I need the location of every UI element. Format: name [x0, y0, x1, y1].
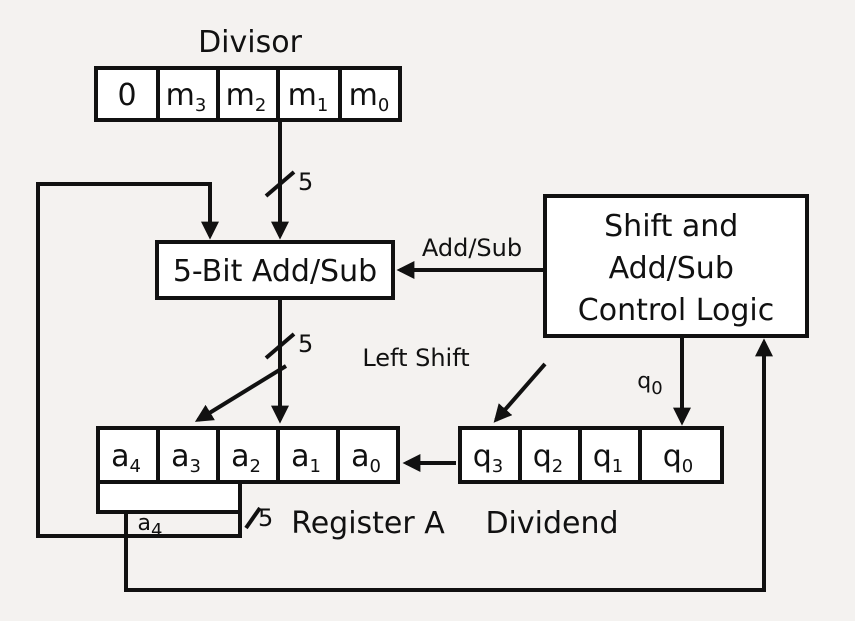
bus-slash [244, 506, 262, 530]
divisor-cell-label: m2 [226, 78, 267, 116]
q0-signal-label: q0 [637, 369, 662, 399]
bus-slash [264, 332, 296, 360]
left-shift-wire-register-a [194, 364, 288, 422]
register-a-cell-label: a2 [231, 439, 261, 477]
bus-width-label: 5 [298, 168, 313, 196]
register-a-label: Register A [291, 506, 445, 541]
divisor-cell [94, 66, 160, 122]
register-a-cell-label: a0 [351, 439, 381, 477]
divisor-cell-label: 0 [117, 78, 136, 113]
divisor-register: 0 m3 m2 m1 m0 [94, 66, 402, 122]
add-sub-signal-label: Add/Sub [422, 234, 522, 262]
control-logic-label: Shift and Add/Sub Control Logic [578, 209, 774, 328]
divisor-cell [156, 66, 220, 122]
dividend-label: Dividend [485, 506, 618, 541]
divisor-cell-label: m3 [166, 78, 207, 116]
feedback-a4-label: a4 [138, 511, 163, 541]
left-shift-label: Left Shift [362, 344, 469, 372]
status-feedback-wire [124, 338, 773, 592]
register-a-cell-label: a3 [171, 439, 201, 477]
dividend-cell-label: q0 [663, 439, 694, 477]
divisor-cell [216, 66, 280, 122]
dividend-cell-label: q2 [533, 439, 564, 477]
register-a-feedback-wire [36, 182, 242, 538]
register-a: a4 a3 a2 a1 a0 [96, 426, 400, 484]
register-a-cell-label: a1 [291, 439, 321, 477]
dividend-cell [638, 426, 724, 484]
divisor-title: Divisor [198, 25, 303, 60]
bus-width-label: 5 [298, 330, 313, 358]
adder-box [155, 240, 395, 300]
dividend-cell-label: q3 [473, 439, 504, 477]
dividend-register: q3 q2 q1 q0 [458, 426, 724, 484]
register-a-cell-label: a4 [111, 439, 141, 477]
bus-slash [264, 170, 296, 198]
divisor-cell-label: m0 [349, 78, 390, 116]
adder-label: 5-Bit Add/Sub [173, 254, 377, 289]
left-shift-wire-dividend [493, 362, 547, 423]
divisor-cell [338, 66, 402, 122]
dividend-cell-label: q1 [593, 439, 624, 477]
control-logic-box [543, 194, 809, 338]
bus-width-label: 5 [258, 504, 273, 532]
divisor-cell-label: m1 [288, 78, 329, 116]
register-a-cell [336, 426, 400, 484]
dividend-cell [458, 426, 522, 484]
register-a-cell [216, 426, 280, 484]
register-a-msb-tap [96, 480, 242, 514]
